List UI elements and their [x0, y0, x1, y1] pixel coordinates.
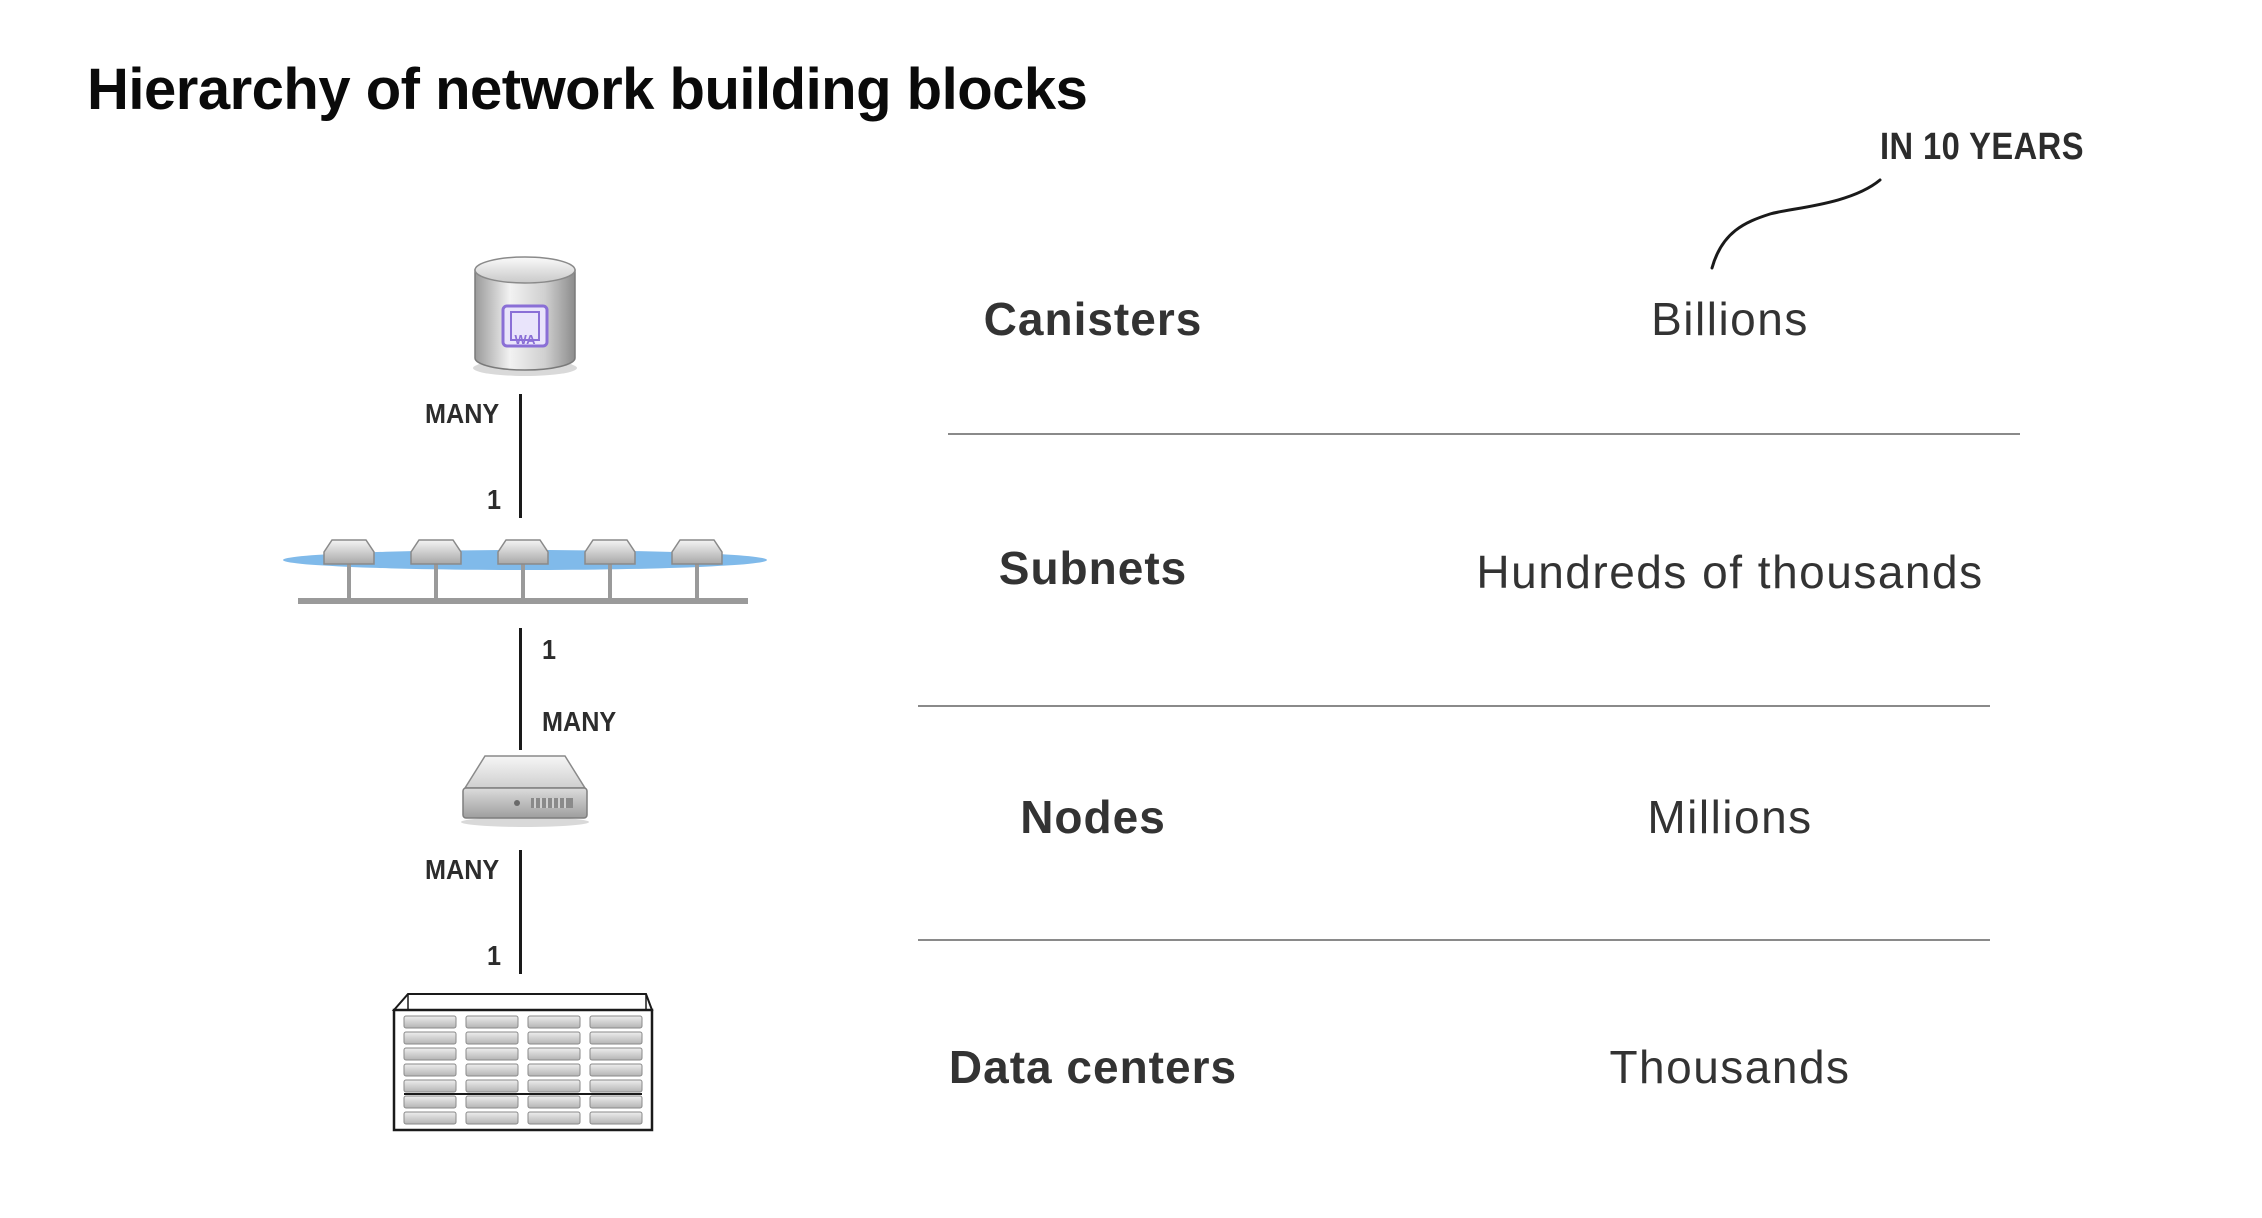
- rack-server-unit: [403, 1031, 457, 1045]
- rack-server-unit: [527, 1063, 581, 1077]
- row-separator: [918, 939, 1990, 941]
- rack-server-unit: [589, 1095, 643, 1109]
- page-title: Hierarchy of network building blocks: [87, 57, 1088, 122]
- link-upper-label: MANY: [425, 398, 500, 429]
- rack-server-unit: [527, 1015, 581, 1029]
- rack-server-unit: [465, 1079, 519, 1093]
- row-label-data-centers: Data centers: [948, 1041, 1238, 1093]
- row-separator: [918, 705, 1990, 707]
- row-label-canisters: Canisters: [983, 293, 1203, 345]
- node-server-icon: [461, 755, 589, 827]
- canister-badge: WA: [514, 332, 536, 347]
- rack-server-unit: [527, 1079, 581, 1093]
- link-lower-label: MANY: [542, 706, 617, 737]
- rack-server-unit: [403, 1079, 457, 1093]
- rack-server-unit: [589, 1047, 643, 1061]
- rack-server-unit: [403, 1095, 457, 1109]
- link-lower-label: 1: [487, 940, 502, 971]
- subnet-icon: [283, 539, 767, 604]
- rack-server-unit: [403, 1063, 457, 1077]
- rack-server-unit: [465, 1031, 519, 1045]
- rack-server-unit: [589, 1063, 643, 1077]
- row-count-canisters: Billions: [1651, 293, 1809, 345]
- link-upper-label: 1: [542, 634, 557, 665]
- rack-server-unit: [589, 1079, 643, 1093]
- row-label-subnets: Subnets: [998, 542, 1188, 594]
- link-line: [519, 628, 522, 750]
- canister-icon: [473, 256, 577, 376]
- rack-server-unit: [403, 1047, 457, 1061]
- rack-server-unit: [527, 1095, 581, 1109]
- link-lower-label: 1: [487, 484, 502, 515]
- rack-server-unit: [403, 1111, 457, 1125]
- rack-server-unit: [527, 1031, 581, 1045]
- row-count-nodes: Millions: [1647, 791, 1813, 843]
- link-line: [519, 394, 522, 518]
- rack-server-unit: [589, 1111, 643, 1125]
- row-separator: [948, 433, 2020, 435]
- annotation-in-10-years: IN 10 YEARS: [1880, 126, 2084, 168]
- link-line: [519, 850, 522, 974]
- rack-server-unit: [465, 1015, 519, 1029]
- rack-server-unit: [589, 1031, 643, 1045]
- rack-server-unit: [527, 1047, 581, 1061]
- rack-server-unit: [465, 1111, 519, 1125]
- rack-server-unit: [465, 1047, 519, 1061]
- rack-server-unit: [403, 1015, 457, 1029]
- data-center-icon: [391, 993, 654, 1132]
- rack-server-unit: [465, 1063, 519, 1077]
- rack-server-unit: [465, 1095, 519, 1109]
- link-upper-label: MANY: [425, 854, 500, 885]
- row-count-subnets: Hundreds of thousands: [1476, 546, 1984, 598]
- row-count-data-centers: Thousands: [1609, 1041, 1851, 1093]
- rack-server-unit: [589, 1015, 643, 1029]
- rack-server-unit: [527, 1111, 581, 1125]
- row-label-nodes: Nodes: [1020, 791, 1166, 843]
